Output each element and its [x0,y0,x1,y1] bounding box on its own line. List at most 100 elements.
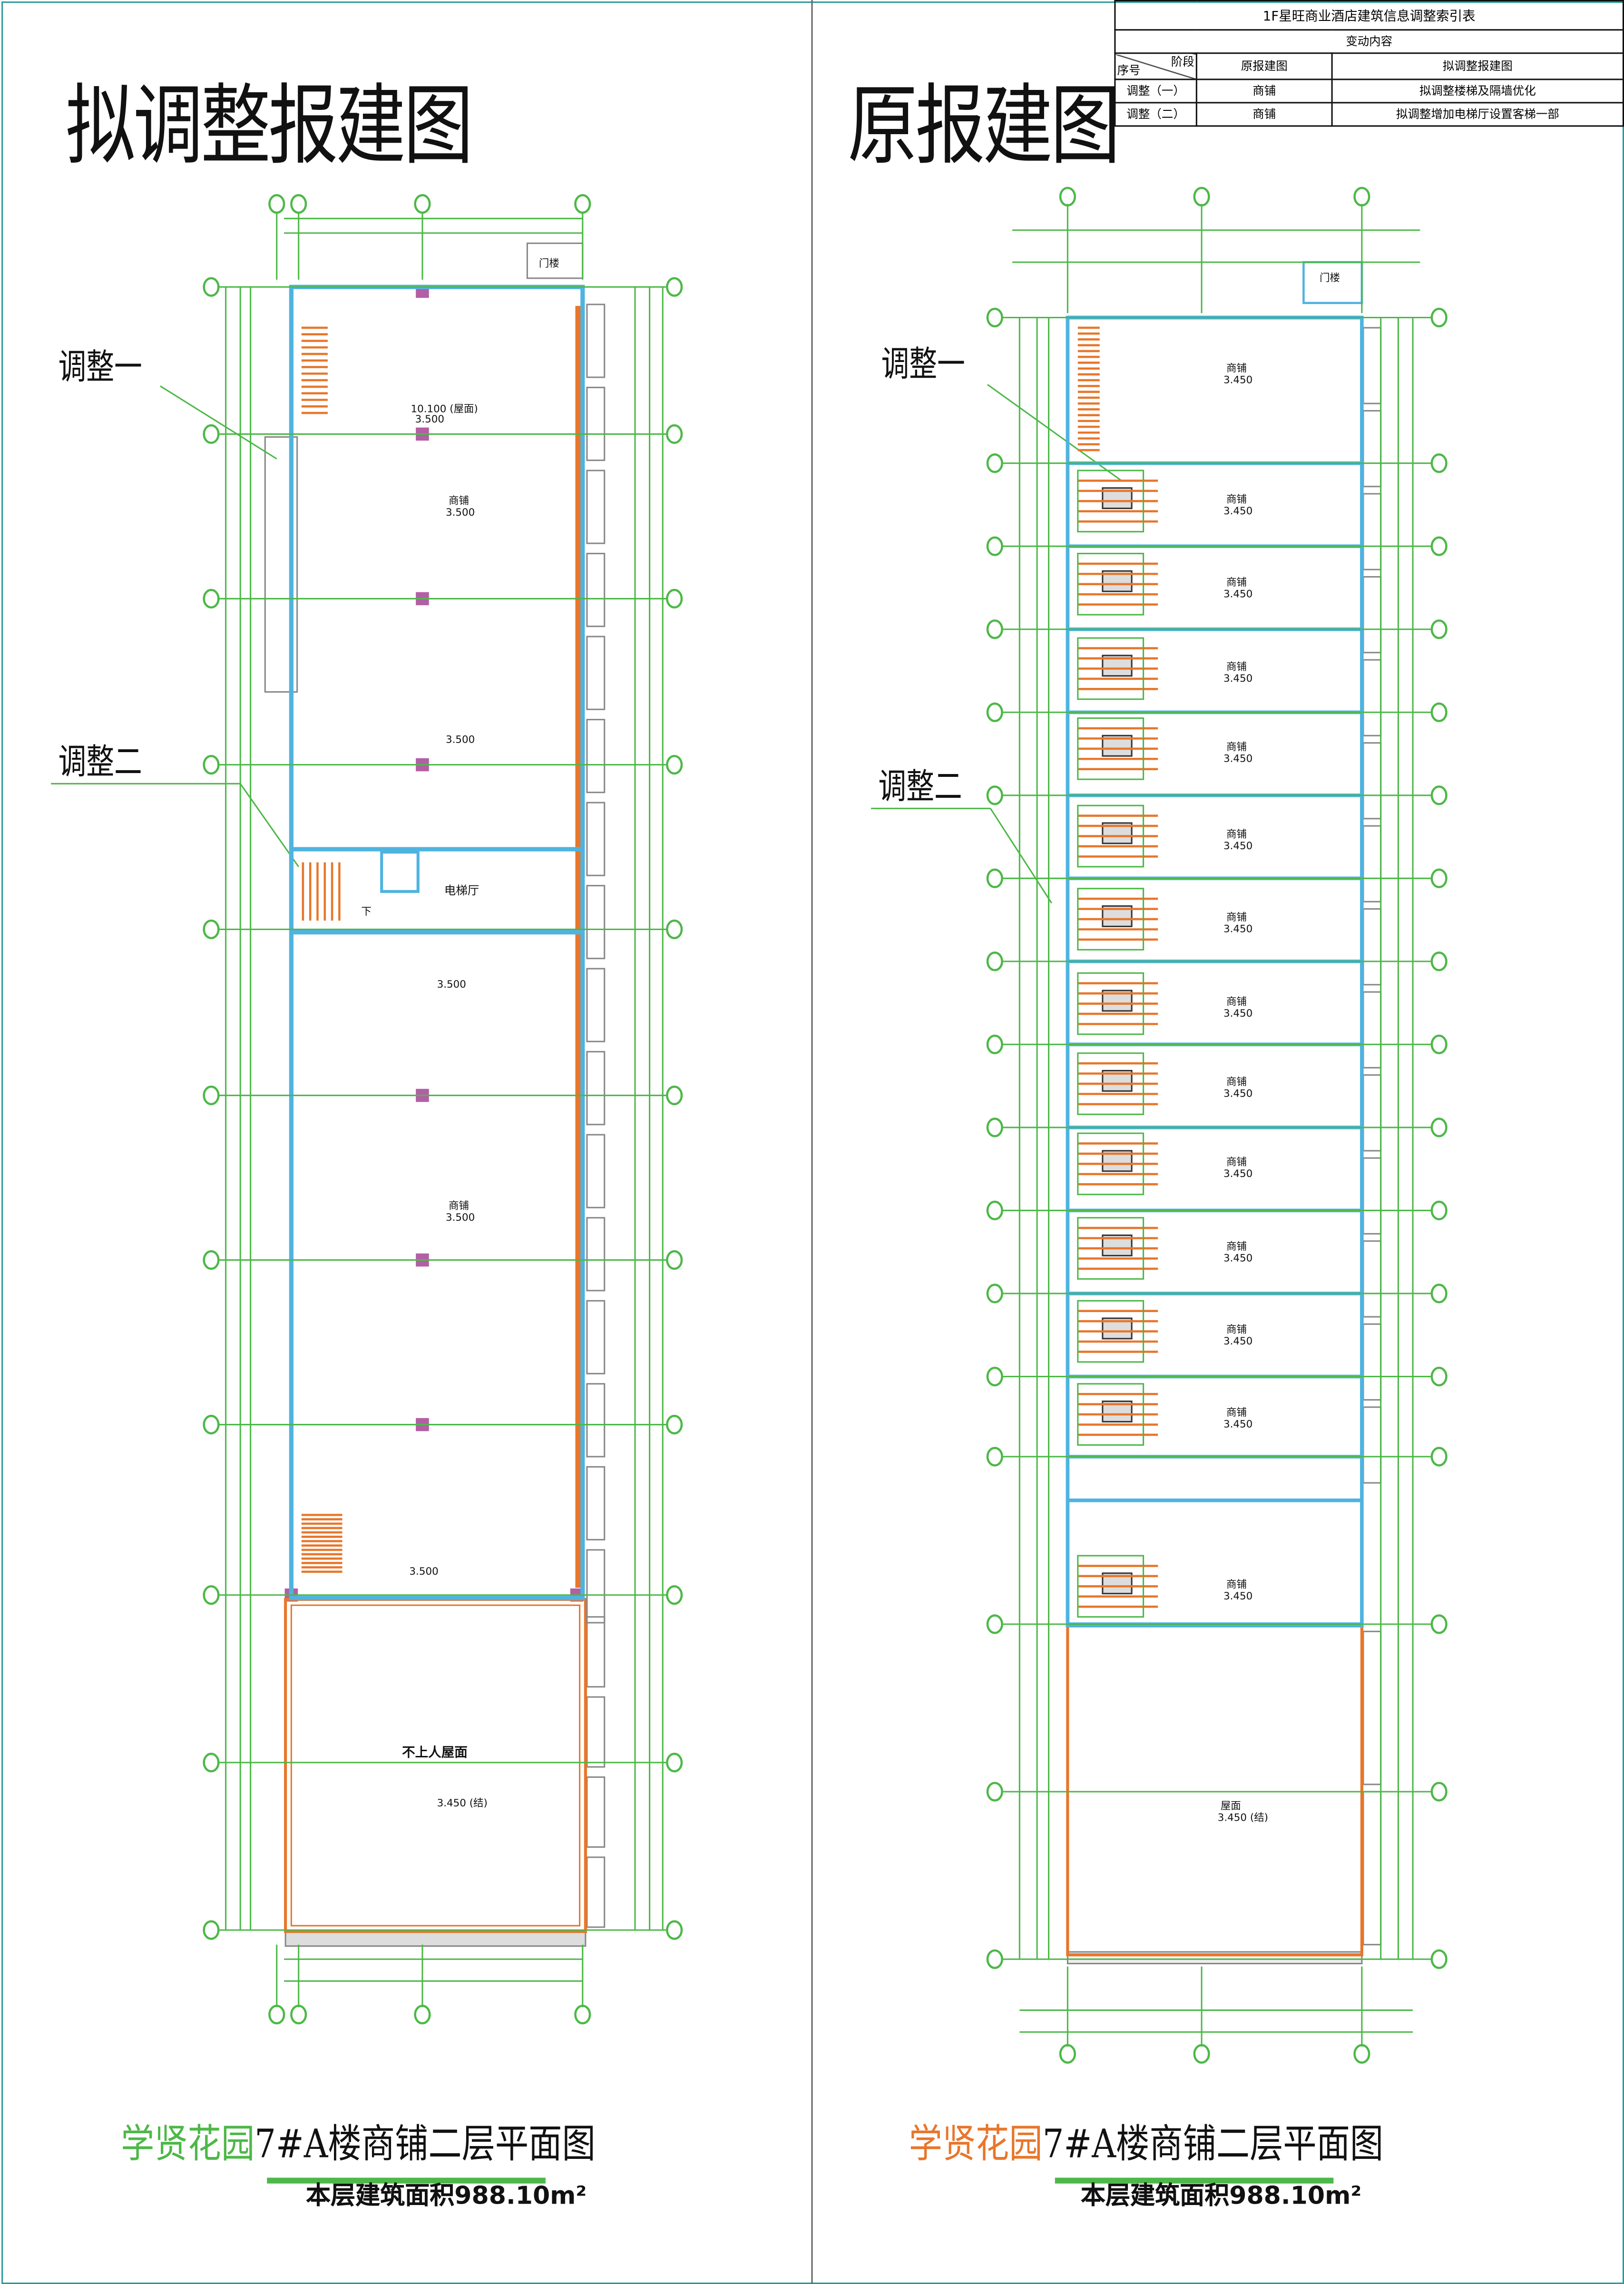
axis-bubble [1430,1949,1448,1969]
left-floor-area: 本层建筑面积988.10m² [305,2182,587,2211]
right-shop-level: 3.450 [1223,505,1252,517]
window-bay [586,968,606,1042]
axis-bubble [666,1250,683,1270]
right-shop-level: 3.450 [1223,374,1252,386]
stair-landing [1077,888,1145,951]
col-original: 原报建图 [1195,52,1333,80]
window-bay [586,1616,606,1688]
left-stair-level-2: 3.500 [415,413,444,425]
window-bay [1362,742,1382,820]
right-callout-1: 调整一 [881,343,965,385]
adjustment-index-table: 1F星旺商业酒店建筑信息调整索引表 变动内容 阶段序号 原报建图 拟调整报建图 … [1114,0,1624,127]
right-shop-level: 3.450 [1223,1590,1252,1602]
right-shop-label: 商铺 [1226,996,1247,1008]
right-shop-level: 3.450 [1223,1253,1252,1265]
axis-bubble [1430,785,1448,805]
axis-bubble [1430,1200,1448,1221]
axis-bubble [1353,2044,1370,2064]
axis-bubble [986,702,1003,722]
axis-bubble [1430,951,1448,971]
axis-bubble [1430,868,1448,888]
axis-bubble [986,619,1003,639]
window-bay [586,1696,606,1768]
callout-1-leader [159,385,277,460]
row-no: 调整（一） [1114,78,1197,104]
table-subtitle: 变动内容 [1114,29,1624,54]
window-bay [1362,1157,1382,1235]
right-project-name: 学贤花园 [909,2122,1043,2168]
stair-landing [1077,1555,1145,1618]
external-stair [264,436,298,693]
left-stair-level: 10.100 (屋面) [411,403,478,415]
roof-parapet [284,1931,587,1947]
table-title: 1F星旺商业酒店建筑信息调整索引表 [1114,0,1624,31]
right-shop-labels: 商铺3.450商铺3.450商铺3.450商铺3.450商铺3.450商铺3.4… [1223,363,1252,1602]
row-adjusted: 拟调整增加电梯厅设置客梯一部 [1331,102,1624,127]
col-adjusted: 拟调整报建图 [1331,52,1624,80]
axis-bubble [986,536,1003,556]
axis-bubble [986,307,1003,328]
axis-bubble [666,919,683,940]
axis-bubble [268,2004,285,2025]
right-shop-label: 商铺 [1226,661,1247,673]
elevator-hall-label: 电梯厅 [444,883,479,897]
window-bay [586,1549,606,1624]
axis-bubble [666,1585,683,1605]
window-bay [586,304,606,378]
row-original: 商铺 [1195,102,1333,127]
axis-bubble [203,424,220,444]
axis-bubble [1430,1034,1448,1055]
axis-bubble [986,1366,1003,1387]
axis-bubble [666,277,683,297]
right-shop-label: 商铺 [1226,493,1247,505]
stair-landing [1077,717,1145,780]
left-project-name: 学贤花园 [121,2122,255,2168]
stair-landing [1077,552,1145,616]
window-bay [1362,825,1382,902]
window-bay [1362,1630,1382,1785]
left-shop-label-1: 商铺 [449,495,469,507]
window-bay [586,1217,606,1292]
axis-bubble [986,951,1003,971]
window-bay [586,552,606,627]
axis-bubble [414,194,431,214]
axis-bubble [1059,2044,1076,2064]
stair-landing [1077,637,1145,700]
window-bay [1362,493,1382,570]
axis-bubble [986,1614,1003,1634]
left-shop-level-1: 3.500 [446,507,475,519]
window-bay [586,1300,606,1374]
axis-bubble [1430,619,1448,639]
right-callout-2: 调整二 [878,766,962,807]
right-drawing-name: 7#A楼商铺二层平面图 [1042,2122,1384,2168]
window-bay [586,1051,606,1126]
axis-bubble [1430,453,1448,473]
axis-bubble [986,1284,1003,1304]
axis-bubble [666,1920,683,1940]
corner-stage: 阶段 [1171,55,1194,69]
window-bay [586,885,606,960]
title-underline [1055,2177,1334,2184]
window-bay [1362,991,1382,1068]
right-roof-label: 屋面 [1221,1800,1241,1812]
right-shop-label: 商铺 [1226,741,1247,753]
axis-bubble [1430,1614,1448,1634]
right-shop-level: 3.450 [1223,840,1252,852]
right-shop-label: 商铺 [1226,1241,1247,1253]
axis-bubble [666,1414,683,1435]
right-shop-level: 3.450 [1223,1419,1252,1431]
left-shop-level-3: 3.500 [437,979,466,990]
axis-bubble [203,755,220,775]
right-drawing-title: 学贤花园7#A楼商铺二层平面图 [909,2112,1384,2184]
axis-bubble [203,919,220,940]
roof-outline [284,1598,587,1933]
window-bay [586,1134,606,1208]
axis-bubble [268,194,285,214]
right-shop-label: 商铺 [1226,363,1247,374]
window-bay [586,1466,606,1540]
right-shop-level: 3.450 [1223,1335,1252,1347]
axis-bubble [574,194,591,214]
left-shop-level-5: 3.500 [409,1566,438,1578]
window-bay [1362,410,1382,488]
axis-bubble [986,453,1003,473]
